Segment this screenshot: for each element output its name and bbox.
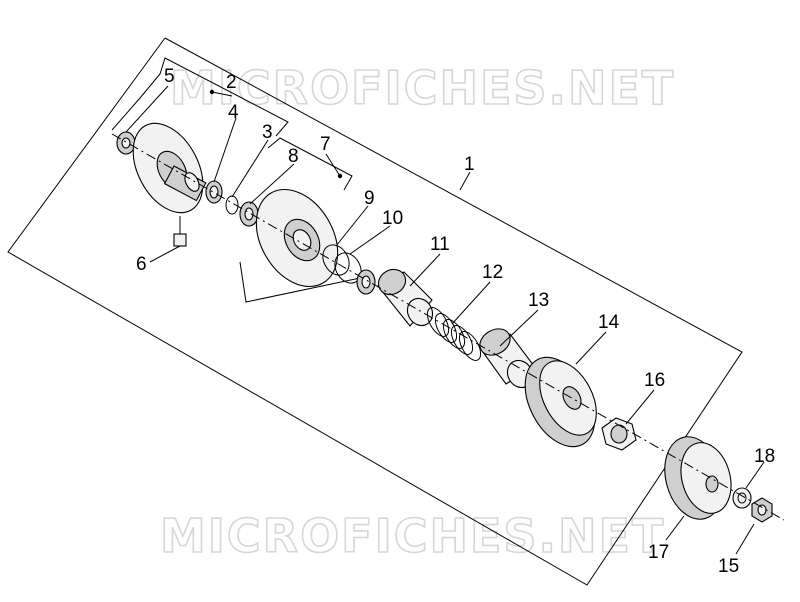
callout-1: 1 (464, 154, 475, 175)
callout-7: 7 (320, 134, 331, 155)
callout-15: 15 (718, 556, 739, 577)
watermark-bottom: MICROFICHES.NET (160, 509, 665, 563)
callout-9: 9 (364, 188, 375, 209)
leader-lines (125, 85, 765, 555)
callout-6: 6 (136, 254, 147, 275)
callout-11: 11 (430, 234, 450, 255)
part-8-bearing[interactable] (239, 201, 259, 227)
callout-2: 2 (226, 72, 237, 93)
part-17-clutch-bell[interactable] (656, 430, 738, 526)
part-18-washer[interactable] (732, 487, 752, 509)
subgroup-bracket-2 (111, 57, 289, 137)
part-2-drive-face[interactable] (119, 112, 217, 225)
part-3-circlip[interactable] (225, 195, 239, 215)
callout-5: 5 (164, 66, 175, 87)
callout-8: 8 (288, 146, 299, 167)
callout-17: 17 (648, 542, 669, 563)
callout-3: 3 (262, 122, 273, 143)
part-12-spring[interactable] (423, 304, 485, 364)
part-11-sleeve[interactable] (374, 265, 438, 331)
part-5-bearing[interactable] (116, 131, 136, 155)
callout-13: 13 (528, 290, 549, 311)
callout-16: 16 (644, 370, 665, 391)
part-9-o-ring[interactable] (318, 240, 355, 280)
callout-10: 10 (382, 208, 403, 229)
part-16-nut[interactable] (601, 417, 637, 451)
part-10-o-ring[interactable] (330, 248, 367, 288)
part-10-bearing[interactable] (356, 269, 376, 295)
part-14-clutch[interactable] (511, 346, 609, 459)
part-7-movable-face[interactable] (240, 175, 354, 301)
assembly-outline (7, 37, 743, 586)
part-4-bushing[interactable] (205, 180, 223, 204)
watermark-top: MICROFICHES.NET (170, 61, 675, 115)
callout-18: 18 (754, 446, 775, 467)
subgroup-bracket-7 (267, 137, 353, 191)
callout-4: 4 (228, 102, 239, 123)
callout-14: 14 (598, 312, 620, 333)
axis-line (111, 133, 785, 521)
callout-12: 12 (482, 262, 503, 283)
part-15-nut[interactable] (751, 497, 773, 523)
part-6-screw[interactable] (173, 216, 187, 247)
